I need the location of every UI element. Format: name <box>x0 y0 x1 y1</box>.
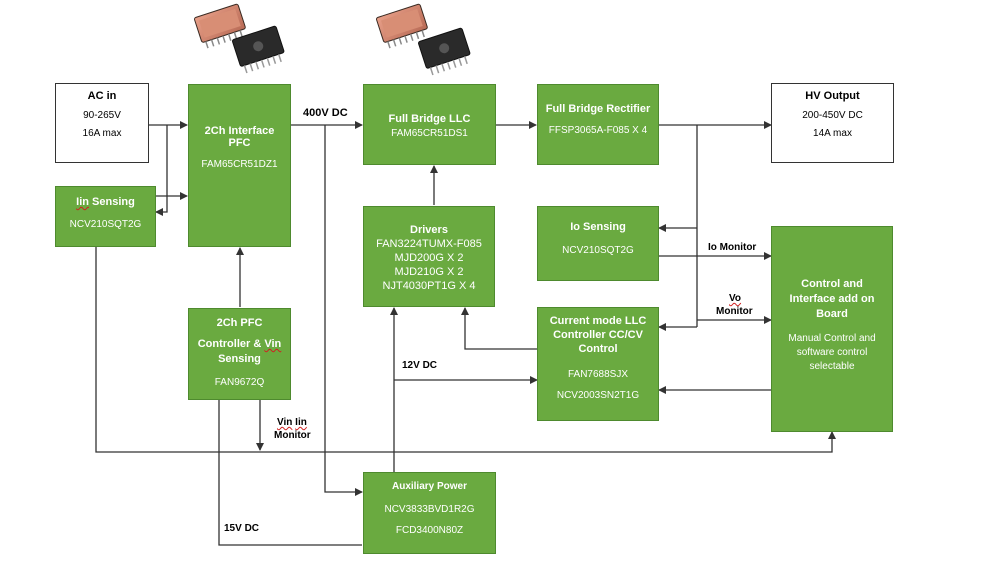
hv-output-title: HV Output <box>805 90 860 102</box>
label-vin-iin-monitor-line2: Monitor <box>274 430 311 441</box>
hv-output-current: 14A max <box>813 128 852 139</box>
iin-sensing-block: Iin Sensing NCV210SQT2G <box>55 186 156 247</box>
iin-sensing-title-prefix: Iin <box>76 196 89 208</box>
llc-part: FAM65CR51DS1 <box>391 128 468 139</box>
drivers-title: Drivers <box>410 224 448 236</box>
drivers-line4: NJT4030PT1G X 4 <box>382 280 476 292</box>
llc-controller-part2: NCV2003SN2T1G <box>556 390 640 401</box>
pfc-controller-line2: Sensing <box>218 353 261 365</box>
label-12v-dc: 12V DC <box>402 360 438 371</box>
hv-output-voltage: 200-450V DC <box>802 110 863 121</box>
wire-15v-pfcctrl <box>218 400 362 546</box>
llc-block: Full Bridge LLC FAM65CR51DS1 <box>363 84 496 165</box>
label-vo-monitor-b: Monitor <box>716 306 753 317</box>
auxiliary-power-part2: FCD3400N80Z <box>395 525 464 536</box>
pfc-title: 2Ch Interface PFC <box>204 125 275 149</box>
hv-output-block: HV Output 200-450V DC 14A max <box>771 83 894 163</box>
iin-sensing-title-suffix: Sensing <box>89 196 135 208</box>
wire-iin-loop <box>155 125 168 216</box>
drivers-line2: MJD200G X 2 <box>394 252 464 264</box>
drivers-line3: MJD210G X 2 <box>394 266 464 278</box>
iin-sensing-title: Iin Sensing <box>56 196 155 208</box>
llc-controller-part1: FAN7688SJX <box>567 369 629 380</box>
pfc-controller-title: 2Ch PFC <box>216 317 263 329</box>
pfc-controller-block: 2Ch PFC Controller & Vin Sensing FAN9672… <box>188 308 291 400</box>
rectifier-title: Full Bridge Rectifier <box>545 103 651 115</box>
pfc-controller-line1-prefix: Controller & <box>197 338 265 350</box>
label-400v-dc: 400V DC <box>303 107 348 119</box>
io-sensing-title: Io Sensing <box>570 221 626 233</box>
auxiliary-power-block: Auxiliary Power NCV3833BVD1R2G FCD3400N8… <box>363 472 496 554</box>
label-vo-monitor-a: Vo <box>729 293 742 304</box>
drivers-block: Drivers FAN3224TUMX-F085 MJD200G X 2 MJD… <box>363 206 495 307</box>
drivers-line1: FAN3224TUMX-F085 <box>376 238 482 250</box>
pfc-part: FAM65CR51DZ1 <box>201 159 278 170</box>
rectifier-block: Full Bridge Rectifier FFSP3065A-F085 X 4 <box>537 84 659 165</box>
llc-title: Full Bridge LLC <box>388 113 471 125</box>
ac-in-block: AC in 90-265V 16A max <box>55 83 149 163</box>
label-io-monitor: Io Monitor <box>708 242 757 253</box>
control-board-block: Control and Interface add on Board Manua… <box>771 226 893 432</box>
auxiliary-power-title: Auxiliary Power <box>391 481 468 492</box>
rectifier-part: FFSP3065A-F085 X 4 <box>548 125 648 136</box>
pfc-controller-line1-vin: Vin <box>264 338 282 350</box>
label-iin: Iin <box>295 417 307 428</box>
control-board-desc: Manual Control and software control sele… <box>788 333 876 372</box>
pfc-controller-part: FAN9672Q <box>214 377 265 388</box>
power-module-chip-icon <box>194 3 285 74</box>
pfc-controller-line1: Controller & Vin <box>189 337 290 352</box>
label-15v-dc: 15V DC <box>224 523 260 534</box>
pfc-block: 2Ch Interface PFC FAM65CR51DZ1 <box>188 84 291 247</box>
label-vin-iin-monitor-line1: Vin Iin <box>277 417 307 428</box>
io-sensing-part: NCV210SQT2G <box>562 245 634 256</box>
ac-in-voltage: 90-265V <box>83 110 121 121</box>
ac-in-current: 16A max <box>82 128 122 139</box>
control-board-title: Control and Interface add on Board <box>789 278 875 320</box>
io-sensing-block: Io Sensing NCV210SQT2G <box>537 206 659 281</box>
ac-in-title: AC in <box>87 90 117 102</box>
iin-sensing-part: NCV210SQT2G <box>69 219 142 230</box>
wire-iin-control <box>95 247 836 453</box>
llc-controller-block: Current mode LLC Controller CC/CV Contro… <box>537 307 659 421</box>
wire-400v-aux <box>324 125 363 496</box>
auxiliary-power-part1: NCV3833BVD1R2G <box>384 504 475 515</box>
power-module-chip-icon <box>376 3 471 76</box>
label-vin: Vin <box>277 417 293 428</box>
wire-llcctrl-drivers <box>461 307 537 350</box>
llc-controller-title: Current mode LLC Controller CC/CV Contro… <box>549 315 647 355</box>
